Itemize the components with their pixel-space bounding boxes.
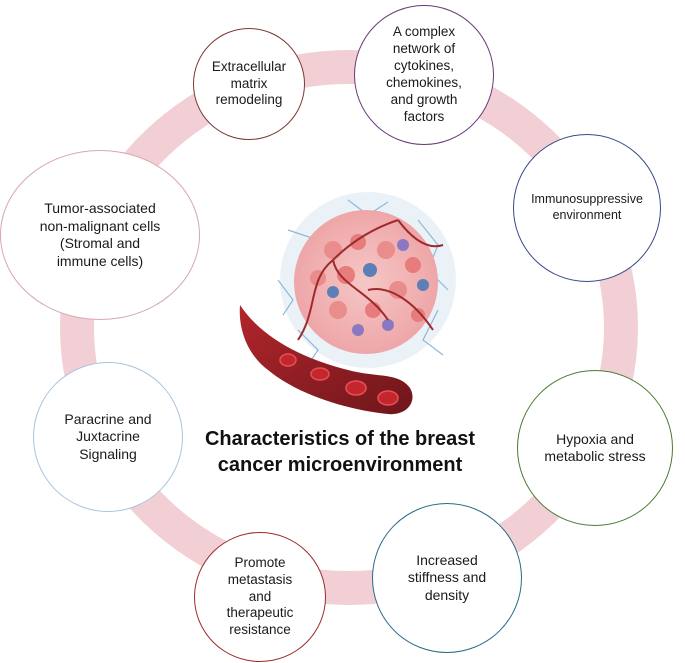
diagram-title: Characteristics of the breast cancer mic… [204, 428, 476, 476]
node-label: Tumor-associated non-malignant cells (St… [39, 200, 161, 269]
red-blood-cells [279, 353, 399, 406]
node-stiffness-density: Increased stiffness and density [372, 503, 522, 653]
node-extracellular-matrix: Extracellular matrix remodeling [193, 28, 305, 140]
node-label: Increased stiffness and density [407, 551, 487, 603]
node-label: A complex network of cytokines, chemokin… [386, 24, 462, 124]
node-label: Paracrine and Juxtacrine Signaling [64, 410, 152, 462]
node-tumor-associated-cells: Tumor-associated non-malignant cells (St… [0, 150, 200, 320]
node-cytokine-network: A complex network of cytokines, chemokin… [354, 5, 494, 145]
tumor-microenvironment-illustration [239, 192, 456, 415]
node-label: Immunosuppressive environment [531, 192, 643, 222]
capillaries [297, 219, 444, 341]
node-paracrine-signaling: Paracrine and Juxtacrine Signaling [33, 362, 183, 512]
blood-vessel [239, 305, 413, 415]
node-immunosuppressive: Immunosuppressive environment [513, 134, 661, 282]
node-label: Hypoxia and metabolic stress [544, 430, 646, 465]
node-metastasis-resistance: Promote metastasis and therapeutic resis… [194, 532, 326, 662]
node-label: Extracellular matrix remodeling [211, 58, 287, 108]
node-label: Promote metastasis and therapeutic resis… [226, 554, 294, 638]
immune-cells [327, 239, 429, 336]
node-hypoxia: Hypoxia and metabolic stress [517, 370, 673, 526]
